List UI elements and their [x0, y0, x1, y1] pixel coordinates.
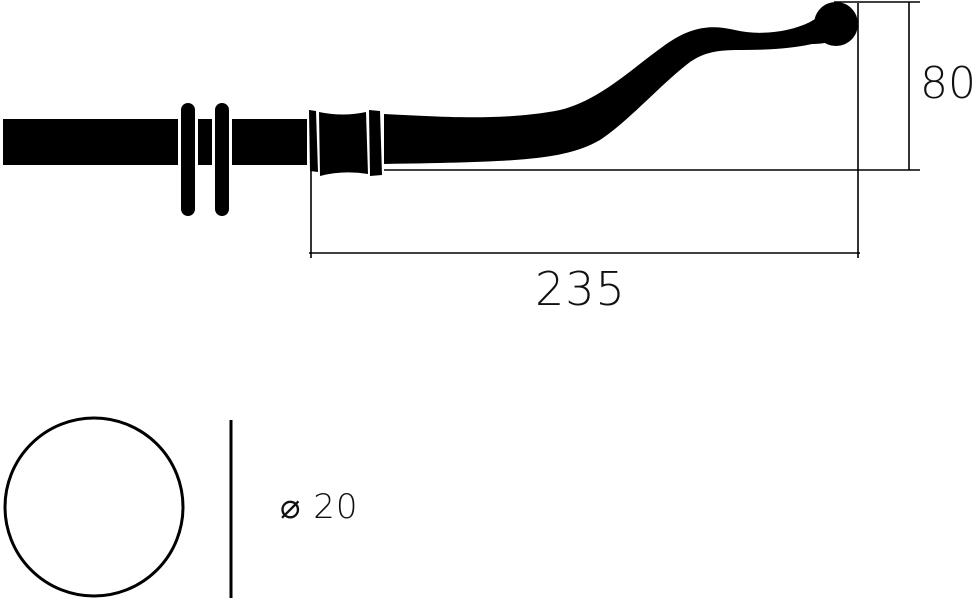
finial-body: [384, 15, 848, 164]
rod-segment-left: [3, 119, 178, 165]
collar-body: [319, 112, 368, 176]
ring-icon: [215, 103, 229, 216]
finial-ball-end: [814, 2, 858, 46]
diameter-dimension-label: ⌀ 20: [280, 487, 359, 527]
rod-segment-middle: [198, 119, 212, 165]
collar-lip-left: [309, 110, 318, 172]
bamboo-collar: [309, 110, 382, 176]
rod-cross-section-circle: [3, 416, 185, 598]
length-dimension-label: 235: [535, 262, 626, 316]
height-dimension-label: 80: [920, 58, 976, 109]
collar-lip-right: [369, 110, 382, 176]
cross-section-view: [3, 416, 233, 598]
ring-icon: [181, 103, 195, 216]
curved-finial: [384, 2, 858, 164]
dimension-lines: [309, 1, 920, 258]
rod-side-view: [3, 103, 307, 216]
rod-segment-right: [232, 119, 307, 165]
